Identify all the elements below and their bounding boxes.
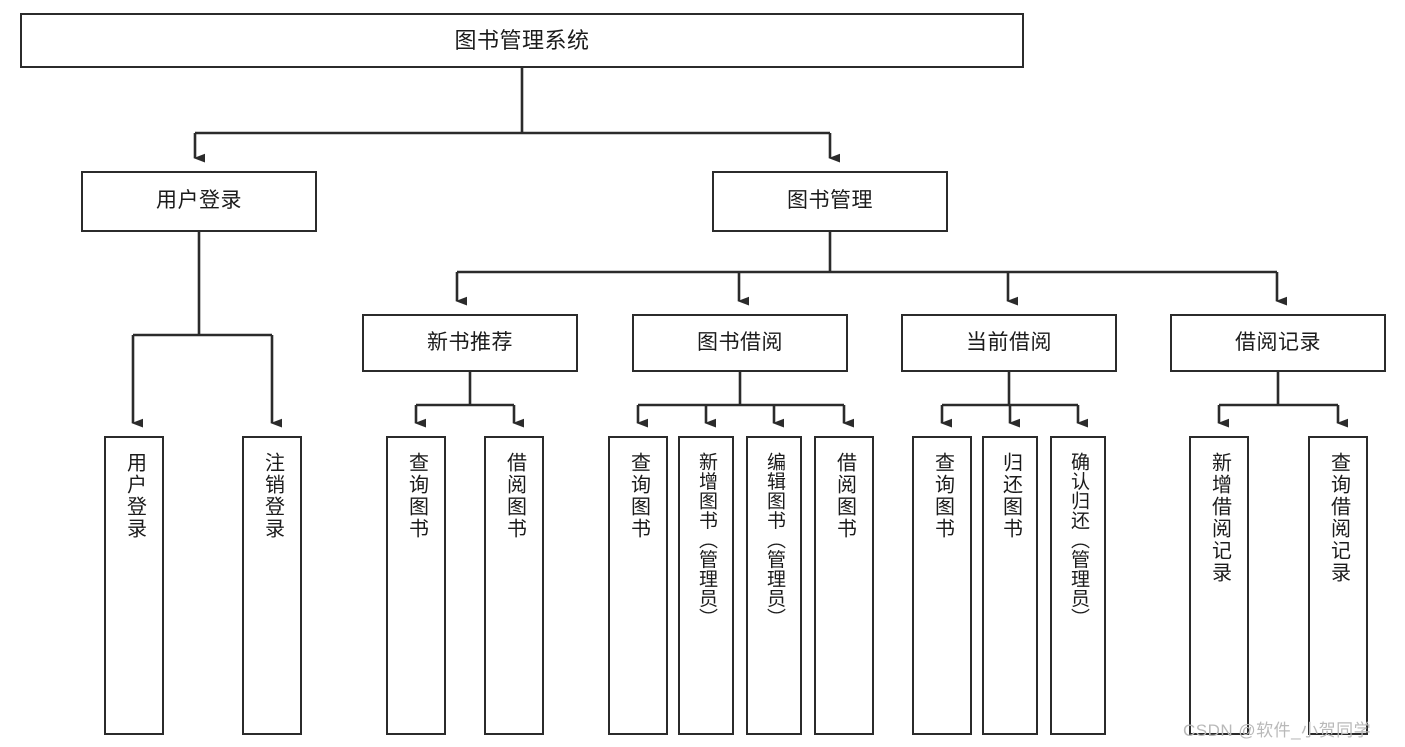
node-label: 新书推荐 — [427, 330, 513, 354]
node-label: 图书管理 — [787, 189, 873, 213]
leaf-node-query-book-current[interactable]: 查询图书 — [912, 436, 972, 735]
node-label: 新增借阅记录 — [1208, 452, 1231, 584]
node-borrow-record[interactable]: 借阅记录 — [1170, 314, 1386, 372]
node-label: 用户登录 — [123, 452, 146, 540]
node-label: 查询图书 — [931, 452, 954, 540]
node-root-system[interactable]: 图书管理系统 — [20, 13, 1024, 68]
node-label: 当前借阅 — [966, 330, 1052, 354]
node-label: 编辑图书（管理员） — [763, 452, 785, 628]
leaf-node-borrow-book-rec[interactable]: 借阅图书 — [484, 436, 544, 735]
node-label: 用户登录 — [156, 189, 242, 213]
node-label: 归还图书 — [999, 452, 1022, 540]
leaf-node-add-borrow-record[interactable]: 新增借阅记录 — [1189, 436, 1249, 735]
node-label: 查询图书 — [405, 452, 428, 540]
node-new-book-recommend[interactable]: 新书推荐 — [362, 314, 578, 372]
node-book-borrow[interactable]: 图书借阅 — [632, 314, 848, 372]
leaf-node-user-login[interactable]: 用户登录 — [104, 436, 164, 735]
leaf-node-add-book-admin[interactable]: 新增图书（管理员） — [678, 436, 734, 735]
node-label: 借阅图书 — [833, 452, 856, 540]
leaf-node-user-logout[interactable]: 注销登录 — [242, 436, 302, 735]
leaf-node-query-book-rec[interactable]: 查询图书 — [386, 436, 446, 735]
node-label: 注销登录 — [261, 452, 284, 540]
leaf-node-borrow-book[interactable]: 借阅图书 — [814, 436, 874, 735]
node-current-borrow[interactable]: 当前借阅 — [901, 314, 1117, 372]
node-label: 查询借阅记录 — [1327, 452, 1350, 584]
leaf-node-query-book-borrow[interactable]: 查询图书 — [608, 436, 668, 735]
node-label: 确认归还（管理员） — [1067, 452, 1089, 628]
leaf-node-edit-book-admin[interactable]: 编辑图书（管理员） — [746, 436, 802, 735]
node-label: 新增图书（管理员） — [695, 452, 717, 628]
node-label: 借阅图书 — [503, 452, 526, 540]
node-user-login[interactable]: 用户登录 — [81, 171, 317, 232]
node-book-manage[interactable]: 图书管理 — [712, 171, 948, 232]
leaf-node-return-book[interactable]: 归还图书 — [982, 436, 1038, 735]
node-label: 查询图书 — [627, 452, 650, 540]
node-label: 图书借阅 — [697, 330, 783, 354]
leaf-node-query-borrow-record[interactable]: 查询借阅记录 — [1308, 436, 1368, 735]
node-label: 借阅记录 — [1235, 330, 1321, 354]
node-label: 图书管理系统 — [454, 27, 590, 53]
leaf-node-confirm-return-admin[interactable]: 确认归还（管理员） — [1050, 436, 1106, 735]
